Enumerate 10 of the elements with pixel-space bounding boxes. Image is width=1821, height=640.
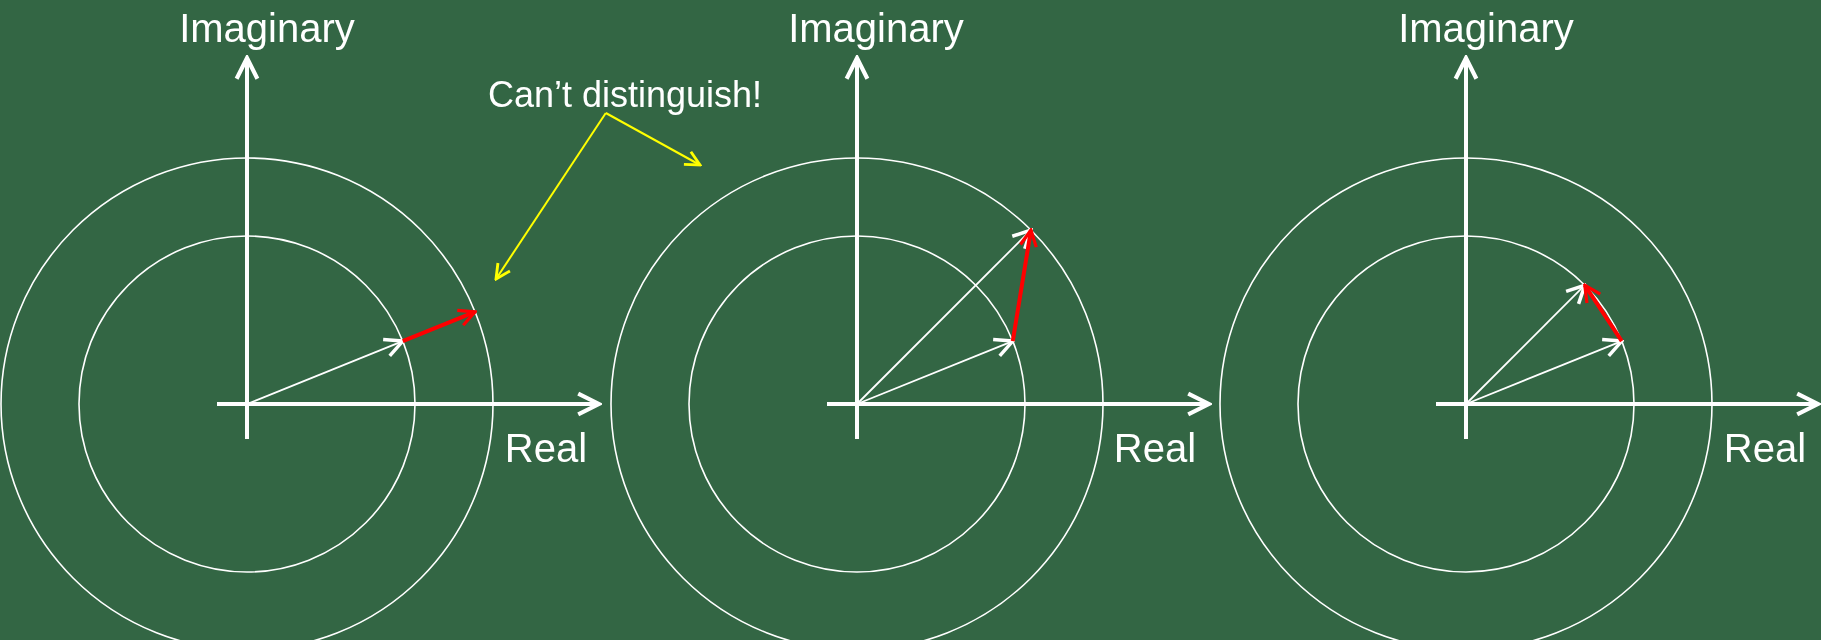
phasor-diagram-drawing xyxy=(1219,55,1821,640)
callout-text: Can’t distinguish! xyxy=(487,77,763,113)
axis-label: Imaginary xyxy=(179,8,355,48)
axis-label: Real xyxy=(1723,428,1807,468)
leader-line xyxy=(604,112,702,167)
axis-label: Real xyxy=(504,428,588,468)
axis-label: Real xyxy=(1113,428,1197,468)
axis-label: Imaginary xyxy=(788,8,964,48)
axis-label: Imaginary xyxy=(1398,8,1574,48)
leader-line xyxy=(494,112,607,281)
